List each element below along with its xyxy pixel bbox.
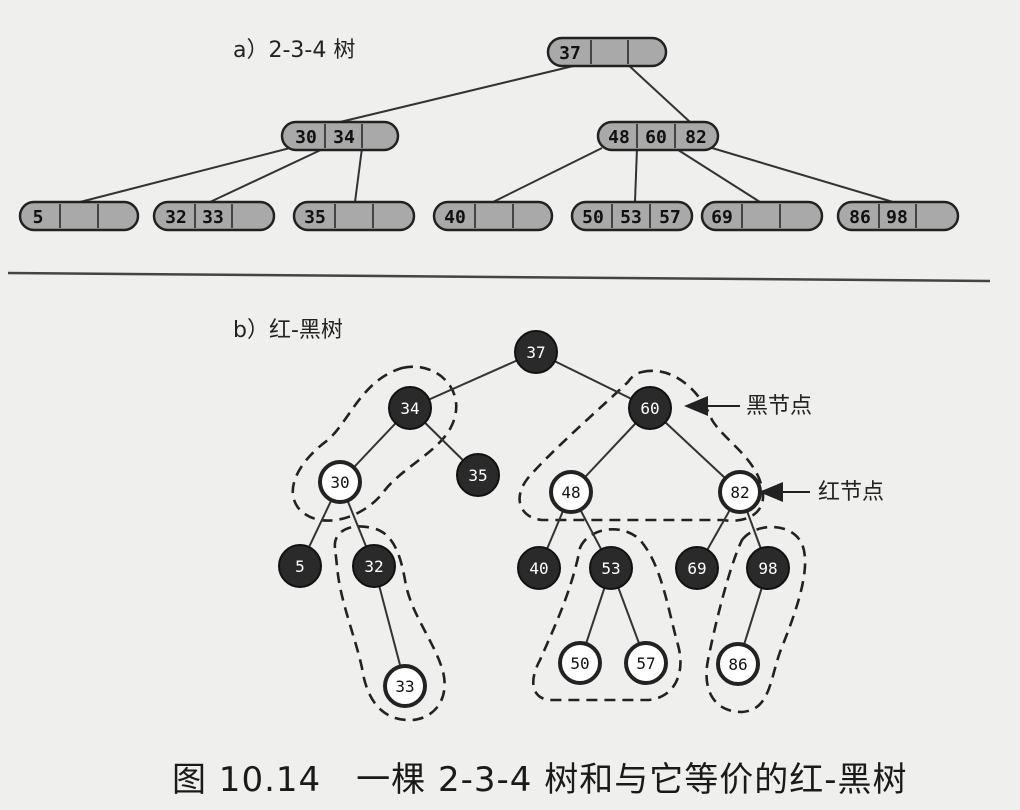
rb-node-57: 57 [624,641,668,685]
node-key: 86 [849,207,871,228]
annotation-black-node-label: 黑节点 [746,394,812,419]
node-key: 50 [582,207,604,228]
edge-root-n3034 [339,61,591,123]
rb-node-5: 5 [278,544,322,588]
rb-key: 40 [529,559,548,578]
tree-a-leaf-32-33: 32 33 [152,200,276,232]
node-key: 98 [886,207,908,228]
section-a-label: a）2-3-4 树 [233,38,356,63]
rb-key: 60 [640,399,659,418]
node-key: 82 [685,127,707,148]
rb-node-82: 82 [718,470,762,514]
rb-key: 35 [468,466,487,485]
tree-a-leaf-5: 5 [18,200,140,232]
node-key: 5 [33,207,44,228]
tree-a-leaf-35: 35 [292,200,416,232]
annotation-red-node-label: 红节点 [818,480,884,505]
tree-a-edges [79,61,894,203]
tree-a-leaf-50-53-57: 50 53 57 [570,200,694,232]
edge-n486082-leaf69 [674,147,761,203]
rb-key: 30 [330,473,349,492]
rb-key: 32 [364,557,383,576]
rb-node-40: 40 [517,546,561,590]
node-key: 48 [608,127,630,148]
rb-edges [299,351,769,685]
node-key: 32 [165,207,187,228]
rb-node-48: 48 [549,470,593,514]
rb-node-35: 35 [456,453,500,497]
edge-n3034-leaf35 [354,147,363,203]
annotation-red-node: 红节点 [759,480,884,505]
rb-key: 37 [526,343,545,362]
tree-a-node-48-60-82: 48 60 82 [596,120,720,152]
section-divider [7,271,991,283]
node-key: 37 [559,43,581,64]
tree-a-node-root: 37 [546,36,668,68]
edge-n3034-leaf5 [79,147,291,203]
rb-node-33: 33 [383,664,427,708]
rb-node-98: 98 [746,546,790,590]
rb-key: 98 [758,559,777,578]
edge-n486082-leaf8698 [711,147,894,203]
node-key: 69 [711,207,733,228]
rb-node-34: 34 [388,386,432,430]
rb-node-50: 50 [558,641,602,685]
rb-key: 69 [687,559,706,578]
rb-node-86: 86 [716,642,760,686]
group-32-33 [333,525,446,722]
group-30-34 [291,365,458,522]
edge-n3034-leaf3233 [209,147,326,203]
rb-node-32: 32 [352,544,396,588]
node-key: 30 [295,127,317,148]
group-48-60-82 [518,369,765,523]
rb-key: 34 [400,399,419,418]
rb-node-69: 69 [675,546,719,590]
edge-37-34 [409,351,537,409]
node-key: 53 [620,207,642,228]
tree-a-leaf-69: 69 [700,200,824,232]
annotation-black-node: 黑节点 [684,394,812,419]
rb-groupings [291,365,807,722]
rb-node-53: 53 [589,546,633,590]
node-key: 57 [659,207,681,228]
tree-a-leaf-40: 40 [432,200,554,232]
figure-caption: 图 10.14 一棵 2-3-4 树和与它等价的红-黑树 [172,760,908,800]
group-50-53-57 [531,527,682,702]
rb-node-37: 37 [514,330,558,374]
edge-n486082-leaf40 [492,147,603,203]
rb-key: 48 [561,483,580,502]
rb-key: 57 [636,654,655,673]
rb-key: 33 [395,677,414,696]
node-key: 34 [333,127,355,148]
node-key: 35 [304,207,326,228]
edge-n486082-leaf505357 [634,147,638,203]
tree-a-leaf-86-98: 86 98 [836,200,960,232]
edge-root-n486082 [624,61,691,123]
node-key: 33 [202,207,224,228]
rb-key: 5 [295,557,305,576]
tree-a-node-30-34: 30 34 [280,120,400,152]
rb-node-30: 30 [318,460,362,504]
rb-key: 50 [570,654,589,673]
node-key: 40 [444,207,466,228]
rb-key: 53 [601,559,620,578]
rb-node-60: 60 [628,386,672,430]
rb-key: 82 [730,483,749,502]
rb-key: 86 [728,655,747,674]
section-b-label: b）红-黑树 [233,318,343,343]
node-key: 60 [645,127,667,148]
